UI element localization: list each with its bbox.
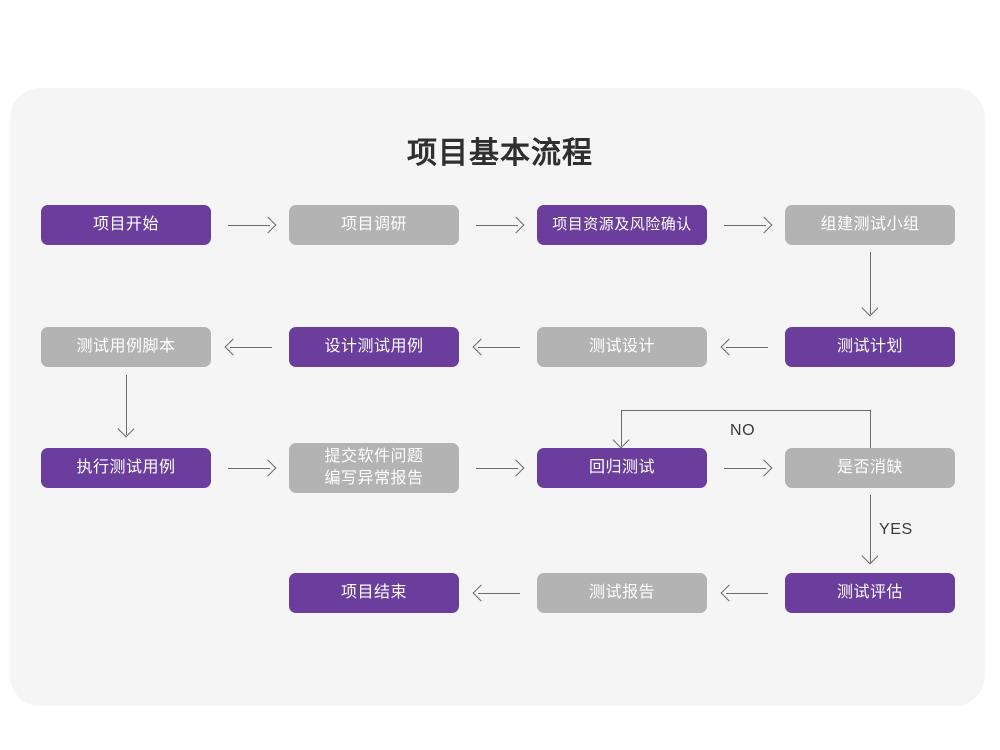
arrow-evaluation-to-report bbox=[726, 593, 768, 594]
node-regression-test[interactable]: 回归测试 bbox=[537, 448, 707, 488]
edge-label-no: NO bbox=[730, 422, 756, 439]
node-test-plan[interactable]: 测试计划 bbox=[785, 327, 955, 367]
arrow-script-to-execute bbox=[126, 375, 127, 435]
node-form-test-team[interactable]: 组建测试小组 bbox=[785, 205, 955, 245]
node-defect-resolved-decision[interactable]: 是否消缺 bbox=[785, 448, 955, 488]
arrow-execute-to-report bbox=[228, 468, 270, 469]
node-resource-risk-confirm[interactable]: 项目资源及风险确认 bbox=[537, 205, 707, 245]
node-test-design[interactable]: 测试设计 bbox=[537, 327, 707, 367]
arrow-regression-to-decision bbox=[724, 468, 766, 469]
page-title: 项目基本流程 bbox=[407, 137, 593, 170]
node-project-research[interactable]: 项目调研 bbox=[289, 205, 459, 245]
node-submit-defect-report[interactable]: 提交软件问题 编写异常报告 bbox=[289, 443, 459, 493]
arrow-risk-to-team bbox=[724, 225, 766, 226]
arrow-report-to-end bbox=[478, 593, 520, 594]
arrow-team-to-plan bbox=[870, 252, 871, 314]
node-project-end[interactable]: 项目结束 bbox=[289, 573, 459, 613]
arrow-decision-to-evaluation bbox=[870, 495, 871, 563]
no-loop-left-dropper bbox=[621, 410, 622, 446]
edge-label-yes: YES bbox=[879, 521, 913, 538]
arrow-report-to-regression bbox=[476, 468, 518, 469]
arrow-plan-to-design bbox=[726, 347, 768, 348]
arrow-design-to-case bbox=[478, 347, 520, 348]
flowchart-card bbox=[10, 88, 985, 706]
node-execute-test-case[interactable]: 执行测试用例 bbox=[41, 448, 211, 488]
arrow-research-to-risk bbox=[476, 225, 518, 226]
no-loop-right-riser bbox=[870, 410, 871, 448]
node-test-report[interactable]: 测试报告 bbox=[537, 573, 707, 613]
node-test-case-script[interactable]: 测试用例脚本 bbox=[41, 327, 211, 367]
node-design-test-case[interactable]: 设计测试用例 bbox=[289, 327, 459, 367]
no-loop-top-segment bbox=[621, 410, 871, 411]
node-project-start[interactable]: 项目开始 bbox=[41, 205, 211, 245]
arrow-start-to-research bbox=[228, 225, 270, 226]
arrow-case-to-script bbox=[230, 347, 272, 348]
node-test-evaluation[interactable]: 测试评估 bbox=[785, 573, 955, 613]
